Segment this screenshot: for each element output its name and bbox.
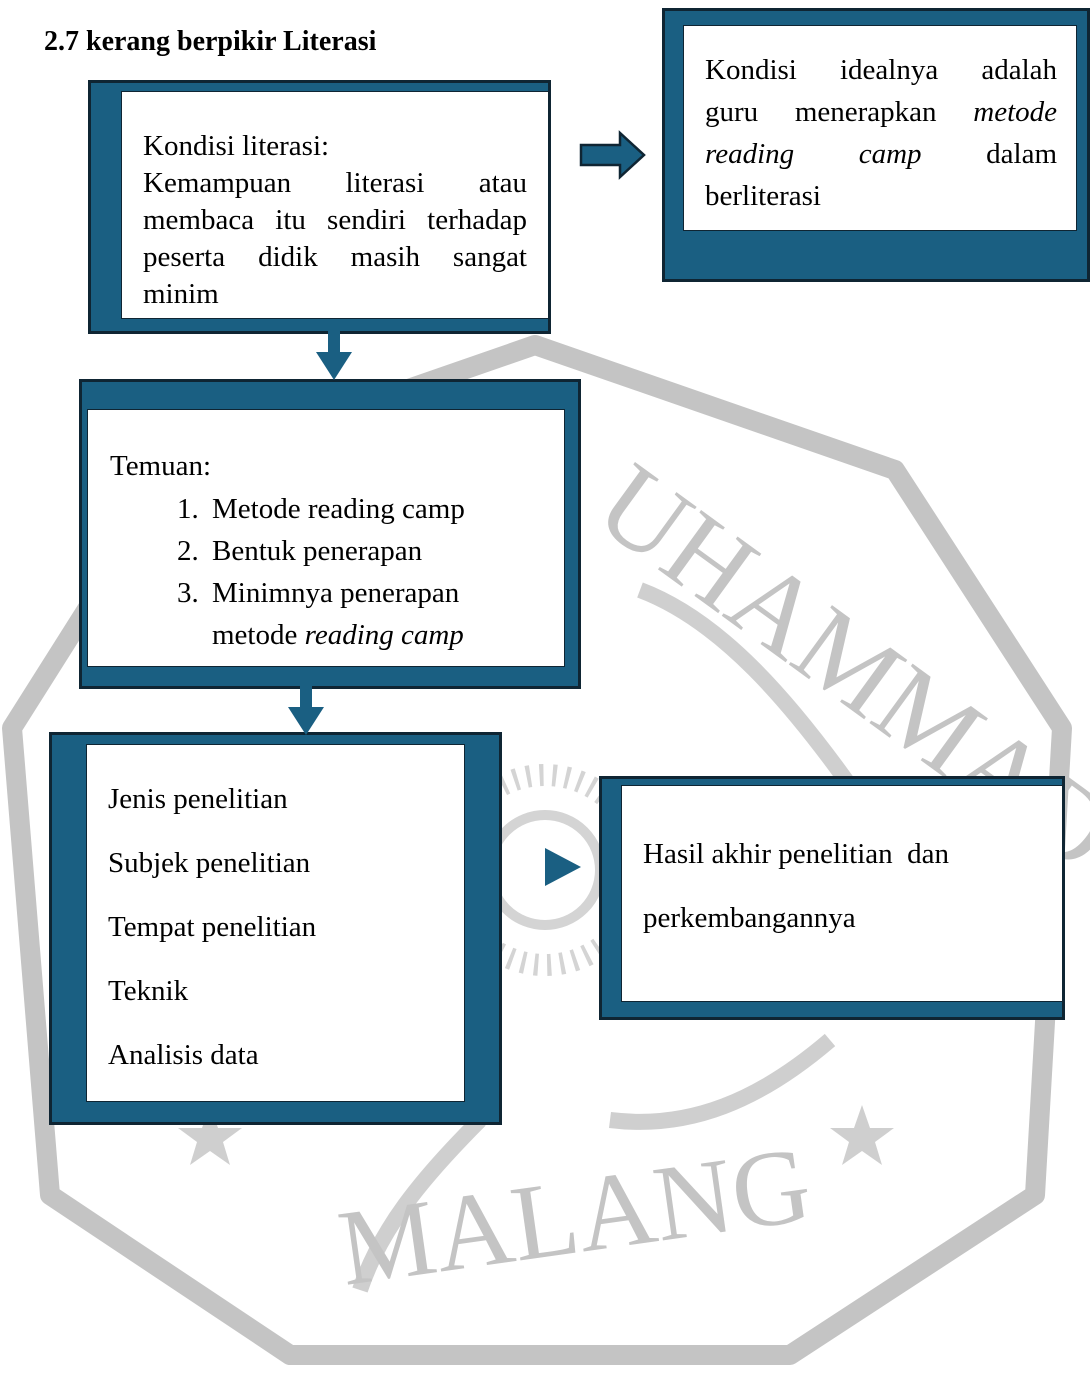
findings-item: Bentuk penerapan	[206, 530, 564, 572]
arrow-right-icon	[579, 130, 646, 180]
method-item: Jenis penelitian	[108, 783, 288, 815]
condition-heading: Kondisi literasi:	[143, 130, 330, 162]
ideal-line-2: guru menerapkan metode	[705, 91, 1057, 133]
result-line-1: Hasil akhir penelitian dan	[643, 838, 950, 870]
watermark-bottom-text: MALANG	[332, 1125, 818, 1309]
findings-item: Metode reading camp	[206, 488, 564, 530]
arrow-down-icon	[316, 330, 352, 380]
method-item: Analisis data	[108, 1039, 259, 1071]
ideal-camp-term: camp	[858, 138, 922, 170]
arrow-down-icon	[288, 685, 324, 735]
ideal-method-term: metode	[973, 96, 1058, 128]
method-item: Teknik	[108, 975, 189, 1007]
literacy-condition-box: Kondisi literasi: Kemampuan literasi ata…	[88, 80, 551, 334]
findings-heading: Temuan:	[110, 450, 212, 482]
ideal-line-4: berliterasi	[705, 180, 821, 212]
section-title: 2.7 kerang berpikir Literasi	[44, 26, 377, 57]
condition-line-3: peserta didik masih sangat	[143, 241, 527, 273]
result-content: Hasil akhir penelitian dan perkembangann…	[621, 785, 1063, 1002]
condition-line-1: Kemampuan literasi atau	[143, 167, 527, 199]
ideal-line-1: Kondisi idealnya adalah	[705, 54, 1057, 86]
result-line-2: perkembangannya	[643, 902, 856, 934]
findings-item: Minimnya penerapan metode reading camp	[206, 572, 564, 656]
findings-item-3-em: reading camp	[304, 619, 464, 651]
ideal-line-3-text: dalam	[986, 138, 1058, 170]
findings-box: Temuan: Metode reading camp Bentuk pener…	[79, 379, 581, 689]
ideal-condition-content: Kondisi idealnya adalah guru menerapkan …	[683, 25, 1077, 231]
arrow-right-icon	[545, 848, 581, 886]
research-method-box: Jenis penelitian Subjek penelitian Tempa…	[49, 732, 502, 1125]
literacy-condition-content: Kondisi literasi: Kemampuan literasi ata…	[121, 91, 549, 319]
findings-list: Metode reading camp Bentuk penerapan Min…	[110, 488, 564, 656]
findings-item-3-text: Minimnya penerapan	[212, 577, 460, 609]
ideal-line-3: reading camp dalam	[705, 133, 1057, 175]
ideal-line-2-text: guru menerapkan	[705, 96, 937, 128]
result-box: Hasil akhir penelitian dan perkembangann…	[599, 776, 1065, 1020]
findings-item-3-cont: metode	[212, 619, 298, 651]
condition-line-4: minim	[143, 278, 219, 310]
research-method-content: Jenis penelitian Subjek penelitian Tempa…	[86, 744, 465, 1102]
ideal-condition-box: Kondisi idealnya adalah guru menerapkan …	[662, 8, 1090, 282]
ideal-reading-term: reading	[705, 138, 795, 170]
findings-content: Temuan: Metode reading camp Bentuk pener…	[87, 409, 565, 667]
method-item: Tempat penelitian	[108, 911, 317, 943]
method-item: Subjek penelitian	[108, 847, 311, 879]
condition-line-2: membaca itu sendiri terhadap	[143, 204, 527, 236]
